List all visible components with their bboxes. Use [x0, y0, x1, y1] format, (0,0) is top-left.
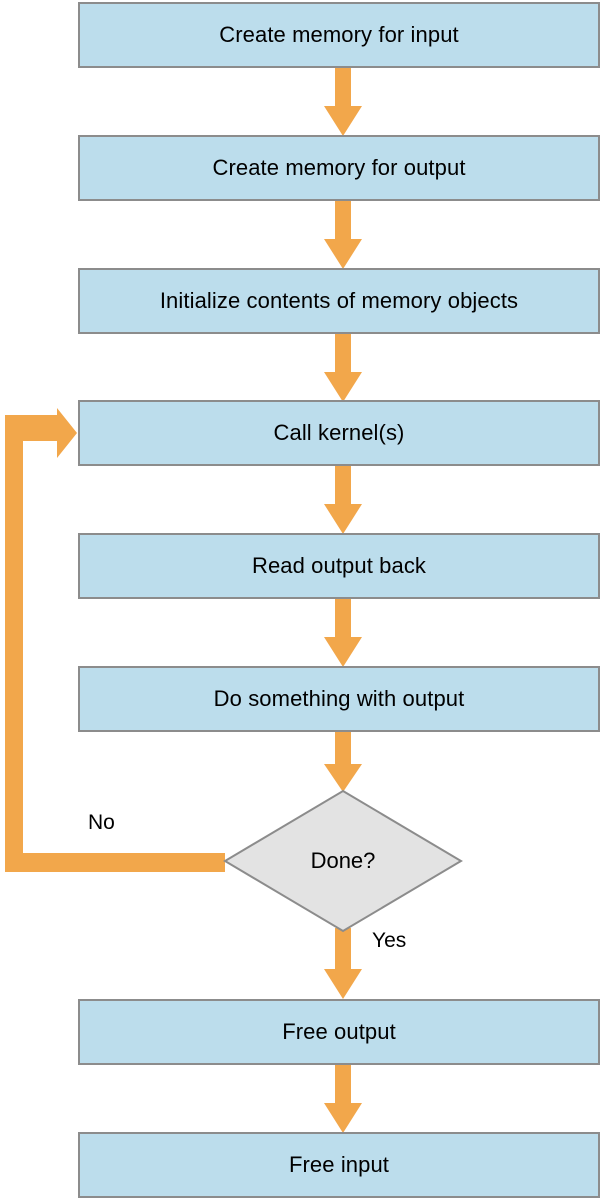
arrow-call-kernels-to-read-output	[324, 464, 362, 534]
node-free-input[interactable]: Free input	[78, 1132, 600, 1198]
node-call-kernels[interactable]: Call kernel(s)	[78, 400, 600, 466]
arrow-create-output-to-initialize	[324, 199, 362, 269]
edge-label-no: No	[88, 811, 115, 834]
node-label: Done?	[310, 848, 376, 873]
node-label: Free output	[282, 1019, 396, 1044]
arrow-done-no-loopback	[5, 408, 225, 872]
diamond-shape	[223, 789, 463, 933]
node-label: Read output back	[251, 553, 427, 578]
edge-label-yes: Yes	[372, 929, 407, 952]
arrow-free-output-to-free-input	[324, 1063, 362, 1133]
node-do-something-with-output[interactable]: Do something with output	[78, 666, 600, 732]
arrow-create-input-to-create-output	[324, 66, 362, 136]
node-create-memory-output[interactable]: Create memory for output	[78, 135, 600, 201]
node-label: Call kernel(s)	[273, 420, 405, 445]
node-free-output[interactable]: Free output	[78, 999, 600, 1065]
arrow-done-yes-to-free-output	[324, 928, 362, 999]
node-create-memory-input[interactable]: Create memory for input	[78, 2, 600, 68]
node-done-decision[interactable]: Done?	[223, 789, 463, 933]
node-label: Do something with output	[213, 686, 465, 711]
node-label: Create memory for output	[212, 155, 466, 180]
node-initialize-contents[interactable]: Initialize contents of memory objects	[78, 268, 600, 334]
node-label: Create memory for input	[219, 22, 459, 47]
arrow-do-something-to-done-decision	[324, 730, 362, 792]
node-label: Free input	[288, 1152, 390, 1177]
arrow-initialize-to-call-kernels	[324, 332, 362, 402]
arrow-read-output-to-do-something	[324, 597, 362, 667]
node-label: Initialize contents of memory objects	[159, 288, 519, 313]
node-read-output-back[interactable]: Read output back	[78, 533, 600, 599]
